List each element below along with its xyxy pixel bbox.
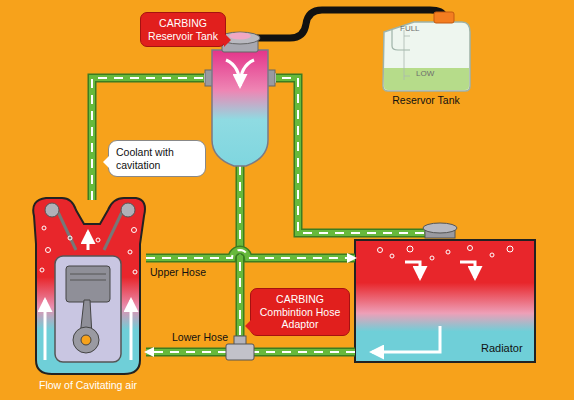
flow-arrow bbox=[146, 250, 355, 258]
node-text: LOW bbox=[416, 69, 434, 79]
callout-label: CARBING Combintion Hose Adaptor bbox=[250, 288, 350, 336]
hose-outline bbox=[146, 250, 355, 258]
node-text: Coolant with cavitation bbox=[116, 146, 198, 171]
hose-label: Lower Hose bbox=[172, 331, 228, 344]
node-text: Reservor Tank bbox=[376, 94, 476, 107]
engine bbox=[33, 198, 145, 374]
reservoir-jug bbox=[383, 12, 470, 91]
hose-label: Upper Hose bbox=[150, 266, 206, 279]
engine: Flow of Cavitating air bbox=[30, 196, 146, 376]
node-text: CARBING Combintion Hose Adaptor bbox=[257, 293, 343, 331]
radiator: Radiator bbox=[355, 240, 535, 362]
radiator bbox=[355, 223, 535, 362]
node-text: Radiator bbox=[481, 342, 523, 355]
node-text: Flow of Cavitating air bbox=[20, 379, 156, 392]
node-text: FULL bbox=[400, 24, 420, 34]
carbing-reservoir-tank bbox=[205, 32, 275, 166]
hose-adaptor bbox=[226, 336, 254, 360]
hose-fill bbox=[146, 250, 355, 258]
callout-bubble: Coolant with cavitation bbox=[108, 140, 206, 177]
callout-label: CARBING Reservoir Tank bbox=[140, 12, 226, 47]
reservoir-tank: FULLLOWReservor Tank bbox=[376, 10, 476, 92]
hose-connector bbox=[146, 250, 355, 258]
node-text: CARBING Reservoir Tank bbox=[147, 17, 219, 42]
